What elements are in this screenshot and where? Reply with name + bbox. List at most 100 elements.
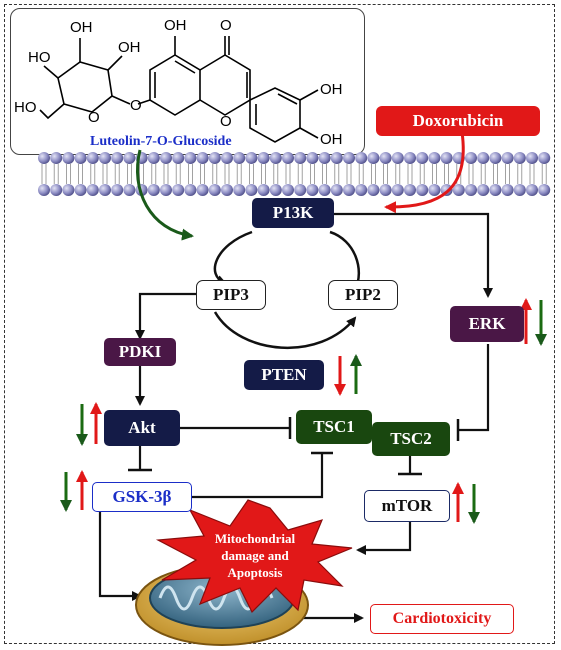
node-erk: ERK	[450, 306, 524, 342]
svg-text:OH: OH	[70, 19, 93, 36]
luteolin-entry-arrow	[135, 149, 194, 241]
membrane-tail	[78, 164, 83, 184]
luteolin-structure	[39, 36, 319, 143]
membrane-tail	[151, 164, 157, 184]
membrane-tail	[236, 164, 242, 184]
erk-inhibits-tsc2	[458, 344, 490, 432]
membrane-tail	[261, 164, 266, 184]
doxorubicin-entry-arrow	[384, 131, 465, 214]
membrane-tail	[249, 164, 254, 184]
membrane-bead	[501, 152, 514, 164]
membrane-bead	[379, 152, 392, 164]
membrane-tail	[175, 164, 181, 184]
membrane-bead	[343, 184, 355, 196]
membrane-bead	[428, 184, 441, 196]
membrane-tail	[505, 164, 510, 184]
membrane-bead	[294, 152, 307, 164]
svg-text:O: O	[220, 113, 232, 130]
membrane-bead	[416, 184, 429, 196]
membrane-bead	[208, 184, 221, 196]
membrane-tail	[346, 164, 352, 184]
membrane-bead	[196, 152, 209, 164]
membrane-tail	[407, 164, 413, 184]
figure-frame	[4, 4, 555, 644]
pip3-to-pip2-arrow	[213, 311, 357, 349]
svg-text:OH: OH	[118, 39, 141, 56]
node-akt: Akt	[104, 410, 180, 446]
membrane-bead	[513, 184, 526, 196]
membrane-bead	[269, 184, 282, 196]
membrane-bead	[355, 152, 368, 164]
membrane-bead	[538, 184, 551, 196]
membrane-tail	[200, 164, 205, 184]
membrane-tail	[322, 164, 327, 184]
node-pip3: PIP3	[196, 280, 266, 310]
node-pdki: PDKI	[104, 338, 176, 366]
node-pten: PTEN	[244, 360, 324, 390]
membrane-tail	[41, 164, 47, 184]
membrane-bead	[330, 152, 343, 164]
node-gsk3b: GSK-3β	[92, 482, 192, 512]
membrane-bead	[355, 184, 368, 196]
membrane-tail	[66, 164, 71, 184]
node-cardiotoxicity: Cardiotoxicity	[370, 604, 514, 634]
membrane-bead	[196, 184, 209, 196]
membrane-tail	[334, 164, 340, 184]
membrane-bead	[526, 184, 538, 196]
membrane-tail	[188, 164, 193, 184]
membrane-tail	[444, 164, 449, 184]
membrane-tail	[310, 164, 315, 184]
membrane-bead	[477, 184, 490, 196]
membrane-bead	[38, 152, 50, 164]
membrane-tail	[541, 164, 547, 184]
membrane-bead	[269, 152, 282, 164]
membrane-tail	[419, 164, 425, 184]
membrane-bead	[123, 184, 136, 196]
membrane-bead	[86, 184, 99, 196]
svg-text:OH: OH	[320, 81, 343, 98]
membrane-bead	[513, 152, 526, 164]
apoptosis-label: Mitochondrial damage and Apoptosis	[215, 531, 296, 580]
membrane-tail	[371, 164, 376, 184]
membrane-bead	[367, 184, 380, 196]
membrane-bead	[123, 152, 136, 164]
membrane-bead	[74, 184, 87, 196]
membrane-bead	[74, 152, 87, 164]
membrane-bead	[391, 184, 404, 196]
membrane-bead	[257, 152, 270, 164]
membrane-bead	[489, 152, 502, 164]
membrane-tail	[127, 164, 132, 184]
gsk3b-change-indicator	[60, 470, 88, 512]
membrane-bead	[99, 152, 111, 164]
membrane-tail	[432, 164, 437, 184]
svg-text:HO: HO	[28, 49, 51, 66]
membrane-tail	[224, 164, 230, 184]
membrane-tail	[297, 164, 303, 184]
node-tsc1: TSC1	[296, 410, 372, 444]
compound-atom-labels: HO OH OH HO O OH O O O OH OH	[14, 17, 343, 148]
erk-change-indicator	[520, 298, 547, 346]
membrane-bead	[343, 152, 355, 164]
svg-text:O: O	[220, 17, 232, 34]
apoptosis-burst	[155, 499, 353, 614]
membrane-bead	[172, 184, 185, 196]
membrane-tail	[285, 164, 291, 184]
membrane-bead	[282, 184, 294, 196]
membrane-bead	[306, 152, 319, 164]
membrane-tail	[358, 164, 364, 184]
membrane-bead	[526, 152, 538, 164]
membrane-bead	[538, 152, 551, 164]
membrane-bead	[452, 184, 465, 196]
membrane-bead	[147, 152, 160, 164]
membrane-bead	[306, 184, 319, 196]
node-tsc2: TSC2	[372, 422, 450, 456]
node-mtor: mTOR	[364, 490, 450, 522]
membrane-bead	[233, 152, 246, 164]
membrane-bead	[465, 184, 477, 196]
membrane-bead	[245, 152, 258, 164]
membrane-tail	[468, 164, 474, 184]
membrane-bead	[111, 184, 124, 196]
membrane-bead	[330, 184, 343, 196]
membrane-bead	[404, 152, 416, 164]
membrane-bead	[233, 184, 246, 196]
